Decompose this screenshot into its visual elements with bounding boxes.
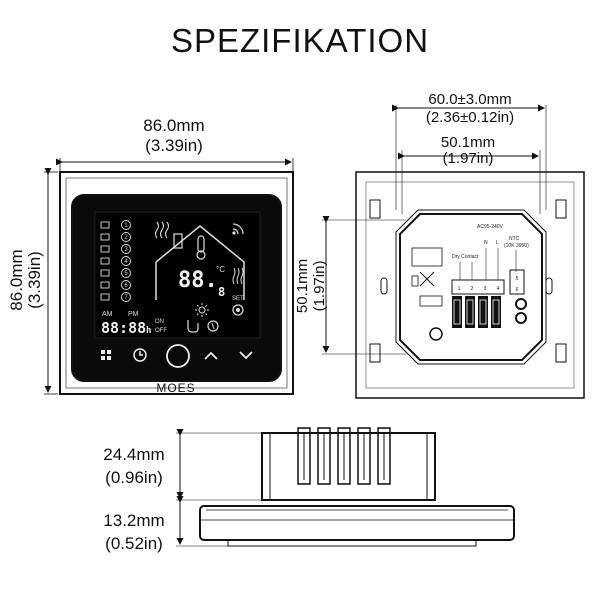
back-module xyxy=(399,213,543,361)
menu-button[interactable] xyxy=(101,350,111,360)
program-number: 6 xyxy=(124,283,128,289)
back-height-in: (1.97in) xyxy=(311,261,328,312)
front-width-in: (3.39in) xyxy=(145,136,203,155)
side-view xyxy=(176,427,515,547)
sun-icon xyxy=(195,303,209,317)
power-button[interactable] xyxy=(166,344,190,368)
terminal-block xyxy=(451,279,505,295)
dry-contact-label: Dry Contact xyxy=(452,254,479,260)
inner-width-in: (1.97in) xyxy=(443,150,494,167)
program-number: 1 xyxy=(124,223,128,229)
program-number: 3 xyxy=(124,247,128,253)
ntc-label: NTC xyxy=(509,236,520,242)
program-number: 5 xyxy=(124,271,128,277)
plate-depth-mm: 13.2mm xyxy=(103,511,164,530)
outer-width-in: (2.36±0.12in) xyxy=(426,109,514,126)
voltage-label: AC95-240V xyxy=(477,224,504,230)
up-button[interactable] xyxy=(204,351,218,360)
thermometer-icon xyxy=(196,235,206,260)
off-label: OFF xyxy=(155,328,167,334)
on-label: ON xyxy=(155,319,164,325)
l-label: L xyxy=(496,240,499,246)
hand-icon xyxy=(187,320,199,333)
house-icon xyxy=(155,225,245,300)
brand-logo: MOES xyxy=(156,381,195,395)
wifi-icon xyxy=(232,223,244,235)
terminal-number: 2 xyxy=(471,286,474,292)
fan-icon xyxy=(232,304,244,316)
temp-unit: °C xyxy=(216,265,225,274)
n-label: N xyxy=(484,240,488,246)
front-width-mm: 86.0mm xyxy=(143,116,204,135)
terminal-number: 6 xyxy=(516,287,519,293)
terminal-fins xyxy=(297,427,391,485)
program-numbers: 1 2 3 4 5 6 7 xyxy=(124,223,128,301)
set-label: SET xyxy=(232,296,244,302)
terminal-number: 5 xyxy=(516,276,519,282)
inner-width-mm: 50.1mm xyxy=(441,134,495,151)
temp-readout: 88. xyxy=(178,268,218,293)
program-number: 7 xyxy=(124,295,128,301)
ce-logo-icon xyxy=(411,247,443,267)
back-height-mm: 50.1mm xyxy=(294,259,311,313)
plate-depth-in: (0.52in) xyxy=(105,534,163,553)
heat-waves-icon xyxy=(154,221,170,239)
terminal-number: 3 xyxy=(484,286,487,292)
ntc-spec-label: (10K 3950) xyxy=(504,243,529,249)
front-height-in: (3.39in) xyxy=(25,251,44,309)
back-plate xyxy=(355,171,585,399)
time-suffix: h xyxy=(146,326,151,336)
weee-bin-icon xyxy=(419,271,435,287)
floor-heat-icon xyxy=(232,267,244,285)
program-list xyxy=(100,220,131,302)
time-readout: 88:88 xyxy=(101,319,146,337)
pm-label: PM xyxy=(128,311,139,318)
page-title: SPEZIFIKATION xyxy=(170,22,430,59)
terminal-number: 4 xyxy=(497,286,500,292)
outer-width-mm: 60.0±3.0mm xyxy=(428,91,511,108)
back-view: AC95-240V Dry Contact N L NTC (10K 3950)… xyxy=(322,104,585,399)
am-label: AM xyxy=(102,311,113,318)
program-number: 2 xyxy=(124,235,128,241)
temp-decimal: 8 xyxy=(218,285,225,299)
front-plate xyxy=(59,171,294,395)
body-depth-mm: 24.4mm xyxy=(103,445,164,464)
front-view: 1 2 3 4 5 6 7 xyxy=(44,158,294,395)
side-body xyxy=(261,432,436,501)
clock-button[interactable] xyxy=(133,348,147,362)
front-height-mm: 86.0mm xyxy=(7,249,26,310)
lock-icon xyxy=(207,320,219,332)
side-plate xyxy=(199,505,515,541)
screw-terminals xyxy=(452,296,501,328)
down-button[interactable] xyxy=(239,351,253,360)
program-number: 4 xyxy=(124,259,128,265)
body-depth-in: (0.96in) xyxy=(105,468,163,487)
terminal-number: 1 xyxy=(458,286,461,292)
